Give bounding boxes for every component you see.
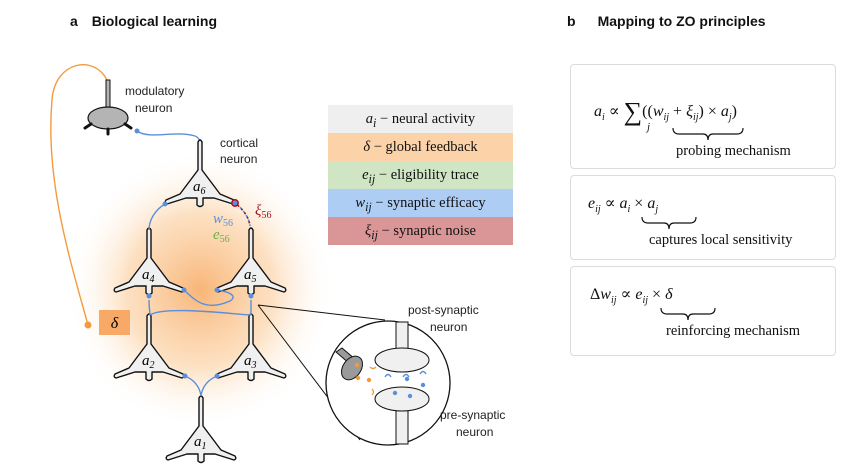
annotation-reinforcing: reinforcing mechanism [666, 323, 801, 339]
equation-box-update: Δwij ∝ eij × δ reinforcing mechanism [570, 266, 836, 356]
cortical-label-line2: neuron [220, 152, 257, 166]
panel-b-heading: b Mapping to ZO principles [567, 13, 766, 29]
brace-icon [660, 307, 716, 321]
equation-activity: ai ∝ ∑j((wij + ξij) × aj) [594, 97, 737, 133]
legend-row-efficacy: wij − synaptic efficacy [328, 189, 513, 217]
equation-box-activity: ai ∝ ∑j((wij + ξij) × aj) probing mechan… [570, 64, 836, 169]
synapse-closeup [335, 321, 430, 445]
panel-a-heading: a Biological learning [70, 13, 217, 29]
annotation-local-sensitivity: captures local sensitivity [649, 232, 793, 248]
noise-synapse-dot [231, 199, 239, 207]
post-synaptic-label-line1: post-synaptic [408, 303, 479, 317]
legend-row-noise: ξij − synaptic noise [328, 217, 513, 245]
pre-synaptic-label-line1: pre-synaptic [440, 408, 505, 422]
equation-eligibility: eij ∝ ai × aj [588, 195, 659, 216]
legend-row-feedback: δ − global feedback [328, 133, 513, 161]
equation-box-eligibility: eij ∝ ai × aj captures local sensitivity [570, 175, 836, 260]
post-synaptic-label-line2: neuron [430, 320, 467, 334]
annotation-probing: probing mechanism [676, 143, 791, 159]
legend-row-activity: ai − neural activity [328, 105, 513, 133]
modulatory-projection [136, 130, 201, 143]
modulatory-label-line1: modulatory [125, 84, 184, 98]
legend-row-eligibility: eij − eligibility trace [328, 161, 513, 189]
modulatory-neuron [83, 79, 133, 136]
panel-a-letter: a [70, 13, 78, 29]
feedback-terminal-dot [84, 321, 92, 329]
panel-b-title: Mapping to ZO principles [597, 13, 766, 29]
delta-label: δ [111, 315, 119, 332]
synapse-dot [134, 128, 140, 134]
equation-update: Δwij ∝ eij × δ [590, 286, 673, 307]
panel-b-letter: b [567, 13, 576, 29]
feedback-glow [65, 150, 335, 430]
synapse-zoom-circle [325, 320, 451, 446]
connections [148, 203, 252, 397]
pre-synaptic-label-line2: neuron [456, 425, 493, 439]
synapse-dots [146, 201, 254, 379]
brace-icon [641, 216, 697, 230]
cortical-label-line1: cortical [220, 136, 258, 150]
delta-badge [99, 310, 130, 335]
feedback-pathway [50, 64, 108, 326]
panel-a-title: Biological learning [91, 13, 218, 29]
brace-icon [672, 127, 744, 141]
modulatory-label-line2: neuron [135, 101, 172, 115]
legend: ai − neural activity δ − global feedback… [328, 105, 513, 245]
